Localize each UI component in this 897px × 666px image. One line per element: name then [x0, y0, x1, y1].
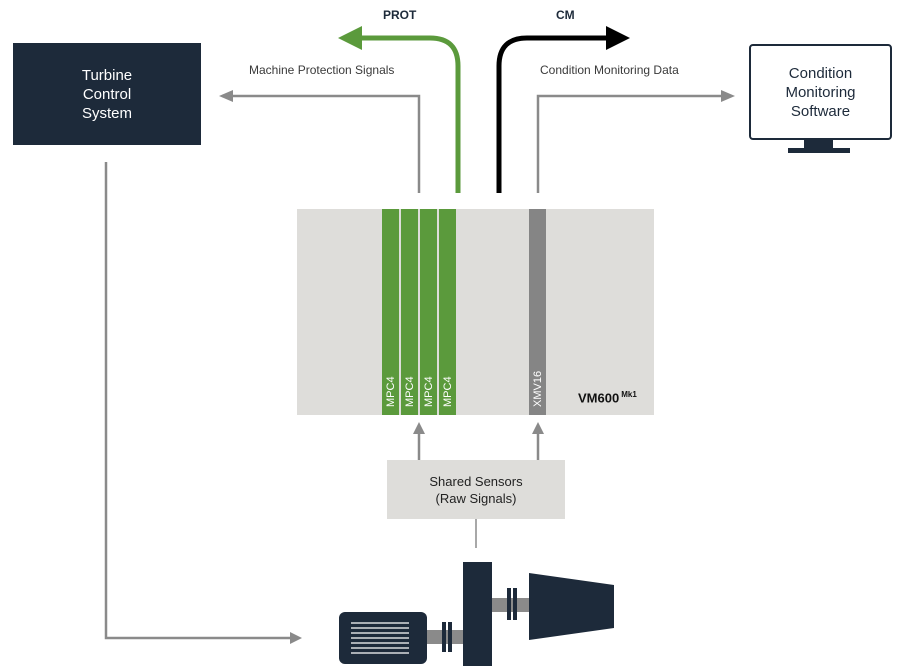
gearbox-block [463, 562, 492, 666]
sensor-to-mpc-arrowhead [413, 422, 425, 434]
tcs-line-3: System [81, 104, 132, 122]
vm600-suffix: Mk1 [621, 390, 637, 399]
prot-arrowhead [338, 26, 362, 50]
tcs-line-1: Turbine [81, 66, 133, 84]
mpc4-card-3: MPC4 [420, 209, 437, 415]
control-to-machine-arrowhead [290, 632, 302, 644]
vm600-name: VM600 [578, 390, 620, 406]
machine-protection-arrow [222, 94, 421, 193]
tcs-line-2: Control [82, 85, 132, 103]
mpc4-card-1: MPC4 [382, 209, 399, 415]
cms-line-3: Software [790, 102, 851, 120]
condition-monitoring-label: Condition Monitoring Data [540, 63, 679, 77]
mpc4-card-2: MPC4 [401, 209, 418, 415]
control-to-machine-arrow [104, 162, 290, 640]
coupling-left-b [448, 622, 452, 652]
coupling-left-a [442, 622, 446, 652]
mpc4-card-4: MPC4 [439, 209, 456, 415]
sensors-line-1: Shared Sensors [429, 473, 523, 489]
machine-protection-arrowhead [219, 90, 233, 102]
machine-protection-label: Machine Protection Signals [249, 63, 395, 77]
coupling-right-b [513, 588, 517, 620]
motor-fins [351, 622, 409, 654]
condition-monitoring-arrow [536, 94, 723, 193]
mpc4-card-2-label: MPC4 [403, 376, 416, 407]
monitor-base [788, 148, 850, 153]
xmv16-card-label: XMV16 [531, 370, 544, 407]
monitoring-software-monitor: Condition Monitoring Software [749, 44, 892, 140]
vm600-rack [297, 209, 654, 415]
mpc4-card-3-label: MPC4 [422, 376, 435, 407]
monitor-neck [804, 137, 833, 149]
cm-arrowhead [606, 26, 630, 50]
mpc4-card-1-label: MPC4 [384, 376, 397, 407]
prot-label: PROT [383, 8, 417, 22]
cms-line-1: Condition [788, 64, 853, 82]
mpc4-card-4-label: MPC4 [441, 376, 454, 407]
prot-arrow [360, 35, 461, 193]
cm-label: CM [556, 8, 575, 22]
xmv16-card: XMV16 [529, 209, 546, 415]
coupling-right-a [507, 588, 511, 620]
turbine-control-system-box: Turbine Control System [13, 43, 201, 145]
cm-arrow [496, 35, 608, 193]
condition-monitoring-arrowhead [721, 90, 735, 102]
turbine-casing [529, 573, 614, 640]
sensor-to-xmv-arrowhead [532, 422, 544, 434]
machine-train [339, 562, 614, 666]
shared-sensors-box: Shared Sensors (Raw Signals) [387, 460, 565, 519]
cms-line-2: Monitoring [785, 83, 856, 101]
sensors-line-2: (Raw Signals) [435, 490, 517, 506]
